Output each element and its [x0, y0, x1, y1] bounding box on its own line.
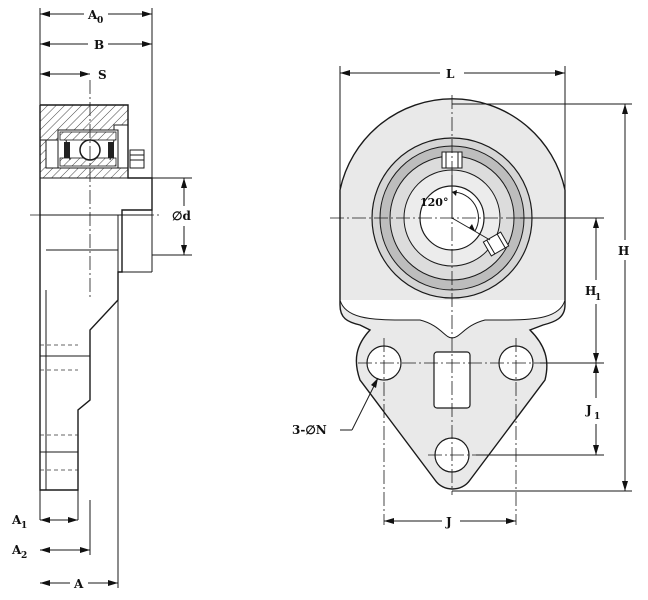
set-screw [129, 149, 145, 169]
dim-A0: A 0 [40, 8, 152, 26]
label-A1-sub: 1 [21, 521, 27, 531]
label-A2-sub: 2 [21, 551, 27, 561]
dim-L: L [340, 67, 565, 81]
label-A: A [73, 577, 84, 591]
label-N: 3-∅N [292, 423, 327, 437]
label-L: L [446, 67, 455, 81]
label-J: J [445, 515, 452, 529]
dim-d: ∅d [172, 178, 191, 255]
side-view [30, 8, 192, 588]
dim-S: S [40, 68, 107, 82]
dim-H1: H 1 [585, 218, 601, 363]
label-B: B [94, 38, 104, 52]
label-J1: J [585, 403, 592, 417]
label-angle: 120° [420, 196, 448, 209]
label-S: S [98, 68, 107, 82]
dim-J: J [384, 515, 516, 529]
seal-left [64, 142, 70, 158]
label-A0-sub: 0 [97, 16, 103, 26]
label-A0: A [87, 8, 98, 22]
seal-right [108, 142, 114, 158]
dim-H: H [618, 104, 629, 491]
dim-A: A [40, 577, 118, 591]
dim-J1: J 1 [585, 363, 600, 455]
label-d: ∅d [172, 209, 191, 223]
label-A2: A [11, 543, 22, 557]
dim-A2: A 2 [11, 543, 90, 561]
label-A1: A [11, 513, 22, 527]
dim-N: 3-∅N [292, 377, 379, 437]
dim-B: B [40, 38, 152, 52]
label-H: H [618, 244, 629, 258]
label-J1-sub: 1 [594, 412, 600, 422]
set-screw-angled [482, 231, 510, 257]
label-H1: H [585, 284, 596, 298]
front-view: 120° [330, 66, 632, 525]
label-H1-sub: 1 [595, 293, 601, 303]
dim-A1: A 1 [11, 513, 78, 531]
